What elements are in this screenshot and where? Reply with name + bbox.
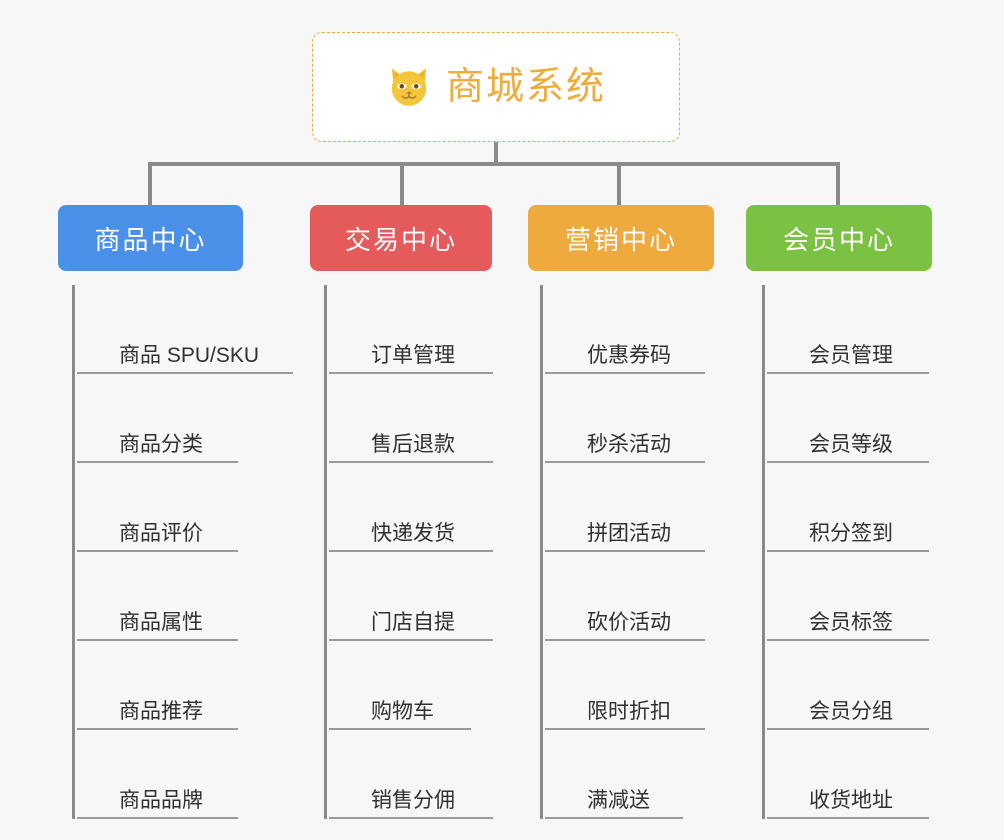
leaf-underline [767, 817, 929, 819]
leaf-label: 商品推荐 [119, 699, 203, 723]
list-item[interactable]: 会员标签 [767, 552, 976, 641]
leaf-underline [545, 728, 705, 730]
leaf-label: 限时折扣 [587, 699, 671, 723]
leaf-label: 商品分类 [119, 432, 203, 456]
list-item[interactable]: 商品推荐 [77, 641, 308, 730]
leaf-label: 秒杀活动 [587, 432, 671, 456]
leaf-label: 售后退款 [371, 432, 455, 456]
leaf-label: 拼团活动 [587, 521, 671, 545]
connector-drop-4 [836, 162, 840, 207]
branch-营销中心: 营销中心 优惠券码 秒杀活动 拼团活动 砍价活动 限时折扣 [528, 205, 758, 819]
shiba-dog-icon [391, 68, 427, 107]
leaf-list-1: 商品 SPU/SKU 商品分类 商品评价 商品属性 商品推荐 商品品牌 [72, 285, 308, 819]
list-item[interactable]: 销售分佣 [329, 730, 540, 819]
connector-root-stem [494, 142, 498, 166]
connector-drop-3 [617, 162, 621, 207]
connector-horizontal-bus [148, 162, 840, 166]
leaf-label: 会员分组 [809, 699, 893, 723]
list-item[interactable]: 限时折扣 [545, 641, 758, 730]
leaf-label: 商品属性 [119, 610, 203, 634]
category-box-1[interactable]: 商品中心 [58, 205, 243, 271]
leaf-underline [545, 817, 683, 819]
list-item[interactable]: 积分签到 [767, 463, 976, 552]
leaf-label: 商品 SPU/SKU [119, 343, 260, 367]
category-box-2[interactable]: 交易中心 [310, 205, 492, 271]
leaf-underline [545, 550, 705, 552]
leaf-list-3: 优惠券码 秒杀活动 拼团活动 砍价活动 限时折扣 满减送 [540, 285, 758, 819]
list-item[interactable]: 售后退款 [329, 374, 540, 463]
list-item[interactable]: 拼团活动 [545, 463, 758, 552]
leaf-underline [329, 461, 493, 463]
leaf-underline [329, 817, 493, 819]
list-item[interactable]: 砍价活动 [545, 552, 758, 641]
leaf-label: 快递发货 [371, 521, 455, 545]
leaf-label: 订单管理 [371, 343, 455, 367]
list-item[interactable]: 商品评价 [77, 463, 308, 552]
branch-商品中心: 商品中心 商品 SPU/SKU 商品分类 商品评价 商品属性 商品推荐 [58, 205, 308, 819]
leaf-list-2: 订单管理 售后退款 快递发货 门店自提 购物车 销售分佣 [324, 285, 540, 819]
leaf-label: 购物车 [371, 699, 434, 723]
leaf-label: 满减送 [587, 788, 650, 812]
list-item[interactable]: 商品分类 [77, 374, 308, 463]
leaf-underline [545, 372, 705, 374]
branch-交易中心: 交易中心 订单管理 售后退款 快递发货 门店自提 购物车 [310, 205, 540, 819]
leaf-underline [77, 372, 293, 374]
leaf-underline [77, 639, 238, 641]
leaf-list-4: 会员管理 会员等级 积分签到 会员标签 会员分组 收货地址 [762, 285, 976, 819]
leaf-label: 积分签到 [809, 521, 893, 545]
leaf-label: 商品评价 [119, 521, 203, 545]
leaf-label: 收货地址 [809, 788, 893, 812]
list-item[interactable]: 商品属性 [77, 552, 308, 641]
leaf-underline [329, 550, 493, 552]
leaf-label: 会员等级 [809, 432, 893, 456]
list-item[interactable]: 会员分组 [767, 641, 976, 730]
category-box-4[interactable]: 会员中心 [746, 205, 932, 271]
list-item[interactable]: 商品 SPU/SKU [77, 285, 308, 374]
leaf-underline [77, 728, 238, 730]
leaf-underline [329, 728, 471, 730]
leaf-underline [767, 728, 929, 730]
connector-drop-1 [148, 162, 152, 207]
list-item[interactable]: 订单管理 [329, 285, 540, 374]
category-box-3[interactable]: 营销中心 [528, 205, 714, 271]
leaf-label: 会员标签 [809, 610, 893, 634]
list-item[interactable]: 快递发货 [329, 463, 540, 552]
leaf-underline [767, 461, 929, 463]
leaf-underline [767, 550, 929, 552]
leaf-label: 砍价活动 [587, 610, 671, 634]
list-item[interactable]: 收货地址 [767, 730, 976, 819]
branch-会员中心: 会员中心 会员管理 会员等级 积分签到 会员标签 会员分组 [746, 205, 976, 819]
list-item[interactable]: 购物车 [329, 641, 540, 730]
connector-drop-2 [400, 162, 404, 207]
leaf-label: 会员管理 [809, 343, 893, 367]
leaf-underline [767, 639, 929, 641]
leaf-underline [77, 550, 238, 552]
list-item[interactable]: 门店自提 [329, 552, 540, 641]
leaf-underline [329, 372, 493, 374]
root-node[interactable]: 商城系统 [312, 32, 680, 142]
leaf-underline [77, 817, 238, 819]
list-item[interactable]: 会员管理 [767, 285, 976, 374]
list-item[interactable]: 秒杀活动 [545, 374, 758, 463]
root-title: 商城系统 [445, 66, 606, 108]
leaf-underline [329, 639, 493, 641]
list-item[interactable]: 商品品牌 [77, 730, 308, 819]
leaf-underline [545, 461, 705, 463]
leaf-underline [77, 461, 238, 463]
leaf-underline [545, 639, 705, 641]
leaf-label: 门店自提 [371, 610, 455, 634]
leaf-label: 销售分佣 [371, 788, 455, 812]
list-item[interactable]: 优惠券码 [545, 285, 758, 374]
leaf-label: 优惠券码 [587, 343, 671, 367]
leaf-label: 商品品牌 [119, 788, 203, 812]
leaf-underline [767, 372, 929, 374]
list-item[interactable]: 会员等级 [767, 374, 976, 463]
list-item[interactable]: 满减送 [545, 730, 758, 819]
